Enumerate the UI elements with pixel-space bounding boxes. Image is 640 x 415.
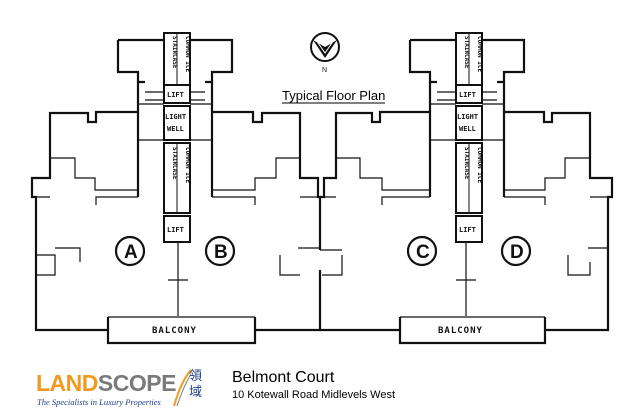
unit-a-label: A <box>124 242 138 263</box>
unit-c-label: C <box>416 242 430 263</box>
unit-b-label: B <box>214 242 228 263</box>
left-core <box>163 32 191 243</box>
left-light-label: LIGHT <box>165 113 186 121</box>
unit-d-marker <box>500 235 532 267</box>
unit-b-marker <box>204 235 236 267</box>
right-balcony-label: BALCONY <box>438 326 483 336</box>
right-light-label: LIGHT <box>457 113 478 121</box>
north-arrow-icon <box>310 32 340 62</box>
building-address: 10 Kotewall Road Midlevels West <box>232 389 396 401</box>
logo-chinese: 領域 <box>189 369 203 400</box>
left-stair-label-lower: STAIRCASE <box>171 147 178 180</box>
logo-wordmark: LANDSCOPE <box>36 370 176 397</box>
right-stair-label-upper: STAIRCASE <box>463 36 470 69</box>
building-name: Belmont Court <box>232 369 335 386</box>
right-stair-label-lower: STAIRCASE <box>463 147 470 180</box>
right-common-label-lower: COMMON ICE <box>476 147 483 184</box>
right-well-label: WELL <box>459 125 476 133</box>
left-common-label-upper: COMMON ICE <box>184 36 191 73</box>
floor-plan-title: Typical Floor Plan <box>282 88 385 103</box>
left-lift-label-upper: LIFT <box>167 91 184 99</box>
north-label: N <box>322 67 327 74</box>
left-stair-label-upper: STAIRCASE <box>171 36 178 69</box>
right-wing-walls <box>320 38 614 345</box>
left-balcony-label: BALCONY <box>152 326 197 336</box>
right-common-label-upper: COMMON ICE <box>476 36 483 73</box>
left-well-label: WELL <box>167 125 184 133</box>
left-wing-walls <box>30 38 322 345</box>
right-core <box>455 32 483 243</box>
right-lift-label-upper: LIFT <box>459 91 476 99</box>
floor-plan: Typical Floor Plan N <box>30 32 614 345</box>
left-common-label-lower: COMMON ICE <box>184 147 191 184</box>
logo-word-accent: LAND <box>36 370 98 396</box>
logo-swoosh-icon <box>173 369 192 407</box>
unit-a-marker <box>114 235 146 267</box>
landscope-logo[interactable]: LANDSCOPE 領域 The Specialists in Luxury P… <box>36 368 206 412</box>
footer: LANDSCOPE 領域 The Specialists in Luxury P… <box>0 360 640 415</box>
logo-word-rest: SCOPE <box>97 370 177 396</box>
right-lift-label-lower: LIFT <box>459 226 476 234</box>
left-lift-label-lower: LIFT <box>167 226 184 234</box>
logo-tagline: The Specialists in Luxury Properties <box>37 397 161 407</box>
unit-d-label: D <box>510 242 524 263</box>
unit-c-marker <box>406 235 438 267</box>
